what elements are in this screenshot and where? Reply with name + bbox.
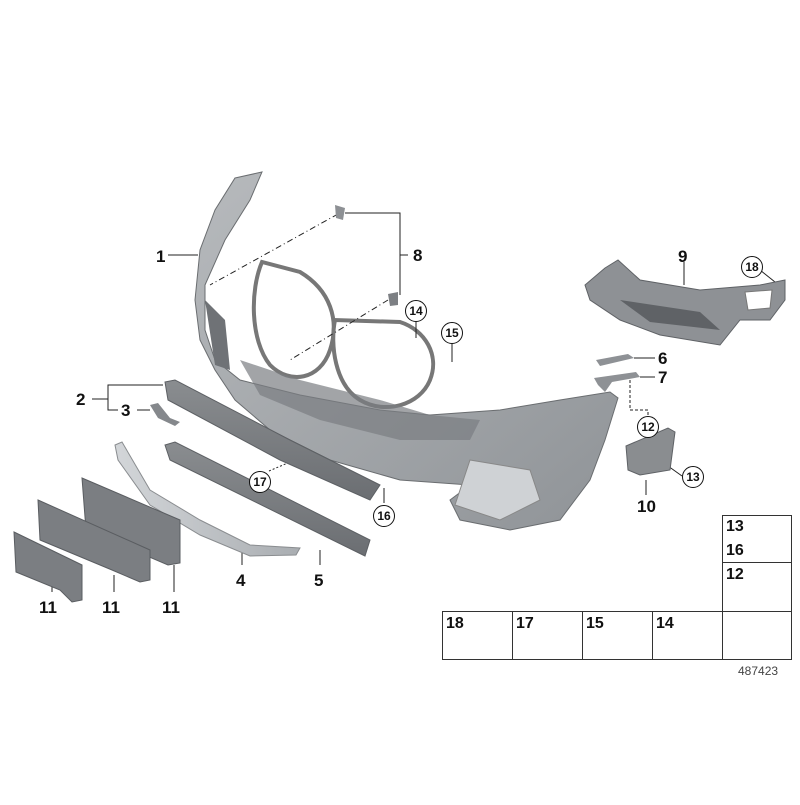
- box-label-13: 13: [726, 518, 744, 535]
- part-1-bumper-trim-panel: [194, 171, 619, 531]
- part-3-bracket: [150, 403, 180, 426]
- callout-10: 10: [637, 497, 656, 516]
- callout-16-circled: 16: [373, 505, 395, 527]
- part-5-lower-strip: [164, 441, 371, 557]
- fastener-box-arrow: [722, 611, 792, 660]
- fastener-box-13-16: [722, 515, 792, 563]
- box-label-12: 12: [726, 566, 744, 583]
- callout-5: 5: [314, 571, 324, 590]
- fastener-box-14: [652, 611, 723, 660]
- fastener-box-18: [442, 611, 513, 660]
- box-label-17: 17: [516, 615, 534, 632]
- callout-2: 2: [76, 390, 86, 409]
- fastener-box-15: [582, 611, 653, 660]
- callout-1: 1: [156, 247, 166, 266]
- part-11-plate-base-middle: [37, 499, 151, 583]
- part-11-plate-base-left: [13, 531, 83, 603]
- part-10-air-duct: [625, 427, 676, 476]
- callout-11-right: 11: [162, 598, 180, 617]
- callout-13-circled: 13: [682, 466, 704, 488]
- part-7-bracket: [594, 372, 640, 392]
- callout-7: 7: [658, 368, 668, 387]
- part-4-spoiler: [114, 441, 301, 557]
- callout-14-circled: 14: [405, 300, 427, 322]
- callout-4: 4: [236, 571, 246, 590]
- callout-11-left: 11: [39, 598, 57, 617]
- box-label-14: 14: [656, 615, 674, 632]
- part-9-support-carrier: [584, 259, 786, 346]
- callout-6: 6: [658, 349, 668, 368]
- part-2-trim-strip: [164, 379, 381, 501]
- box-label-18: 18: [446, 615, 464, 632]
- part-8-bracket-lower: [388, 292, 398, 306]
- part-8-bracket-upper: [335, 205, 345, 220]
- leader-lines: [51, 212, 776, 592]
- callout-9: 9: [678, 247, 688, 266]
- part-6-bracket: [596, 354, 634, 366]
- box-label-15: 15: [586, 615, 604, 632]
- callout-3: 3: [121, 401, 131, 420]
- callout-18-circled: 18: [741, 256, 763, 278]
- callout-11-middle: 11: [102, 598, 120, 617]
- callout-17-circled: 17: [249, 471, 271, 493]
- fastener-box-12: [722, 562, 792, 612]
- callout-12-circled: 12: [637, 416, 659, 438]
- callout-15-circled: 15: [441, 322, 463, 344]
- diagram-reference-number: 487423: [738, 664, 779, 678]
- callout-8: 8: [413, 246, 423, 265]
- box-label-16: 16: [726, 542, 744, 559]
- fastener-box-17: [512, 611, 583, 660]
